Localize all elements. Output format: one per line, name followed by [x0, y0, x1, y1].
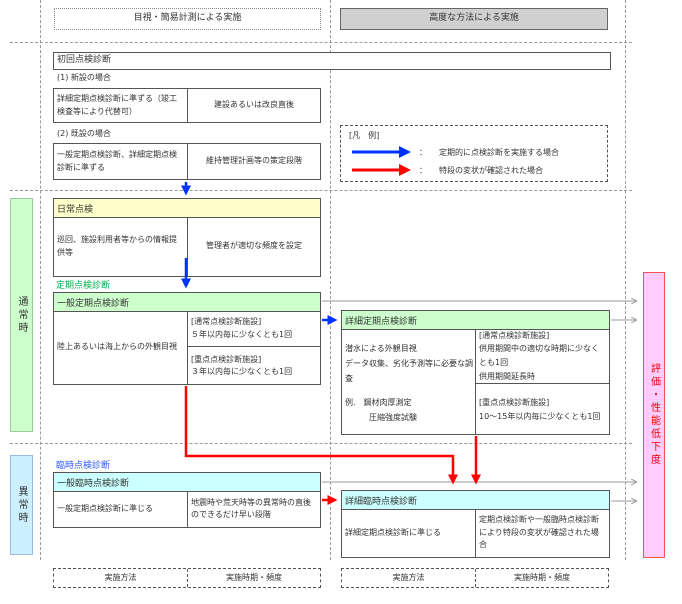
legend: [凡 例] ： 定期的に点検診断を実施する場合 ： 特段の変状が確認された場合 [340, 125, 608, 182]
detailed-temporary-box: 詳細臨時点検診断 詳細定期点検診断に準じる 定期点検診断や一般臨時点検診断により… [341, 490, 610, 558]
method-cell: 潜水による外観目視 データ収集、劣化予測等に必要な調査 例. 鋼材肉厚測定 圧縮… [342, 329, 476, 434]
general-temporary-box: 一般臨時点検診断 一般定期点検診断に準じる 地震時や荒天時等の異常時の直後のでき… [53, 472, 321, 528]
legend-title: [凡 例] [349, 131, 380, 140]
temporary-label: 臨時点検診断 [56, 461, 111, 471]
method-cell: 陸上あるいは海上からの外観目視 [54, 311, 188, 384]
method-cell: 一般定期点検診断、詳細定期点検診断に準ずる [54, 144, 188, 179]
evaluation-label: 評価・性能低下度 [643, 272, 665, 558]
timing-cell: 建設あるいは改良直後 [214, 100, 294, 110]
initial-inspection-title: 初回点検診断 [53, 52, 611, 70]
method-cell: 詳細定期点検診断に準じる [342, 509, 476, 557]
method-cell: 詳細定期点検診断に準ずる（竣工検査等により代替可） [54, 89, 188, 122]
timing-cell: 維持管理計画等の策定段階 [206, 156, 302, 166]
timing-normal-cell: [通常点検診断施設] ５年以内毎に少なくとも1回 [188, 311, 320, 347]
timing-cell: 定期点検診断や一般臨時点検診断により特段の変状が確認された場合 [479, 515, 599, 550]
method-cell: 一般定期点検診断に準じる [54, 491, 188, 527]
divider [40, 0, 41, 560]
divider [330, 0, 331, 560]
existing-facility-label: (2) 既設の場合 [57, 129, 111, 138]
legend-blue-text: 定期的に点検診断を実施する場合 [439, 148, 559, 157]
timing-normal-cell: [通常点検診断施設] 供用期間中の適切な時期に少なくとも1回 供用期間延長時 [476, 329, 609, 384]
timing-priority-cell: [重点点検診断施設] 10～15年以内毎に少なくとも1回 [479, 397, 601, 421]
divider [625, 0, 626, 560]
divider [10, 190, 632, 191]
timing-cell: 管理者が適切な頻度を設定 [206, 241, 302, 251]
new-facility-label: (1) 新設の場合 [57, 73, 111, 82]
footer-method: 実施方法 [54, 569, 188, 587]
new-facility-box: 詳細定期点検診断に準ずる（竣工検査等により代替可） 建設あるいは改良直後 [53, 88, 321, 123]
legend-sep: ： [419, 148, 427, 157]
legend-sep: ： [419, 166, 427, 175]
footer-timing: 実施時期・頻度 [514, 572, 570, 582]
timing-cell: 地震時や荒天時等の異常時の直後のできるだけ早い段階 [191, 497, 311, 519]
periodic-label: 定期点検診断 [56, 281, 111, 291]
general-periodic-box: 一般定期点検診断 陸上あるいは海上からの外観目視 [通常点検診断施設] ５年以内… [53, 292, 321, 385]
footer-left: 実施方法 実施時期・頻度 [53, 568, 321, 588]
header-left: 目視・簡易計測による実施 [54, 8, 321, 30]
footer-timing: 実施時期・頻度 [226, 572, 282, 582]
legend-red-text: 特段の変状が確認された場合 [439, 166, 543, 175]
method-text: 潜水による外観目視 データ収集、劣化予測等に必要な調査 [345, 344, 473, 384]
normal-time-label: 通常時 [10, 198, 33, 432]
method-cell: 巡回、施設利用者等からの情報提供等 [54, 217, 188, 276]
header-right: 高度な方法による実施 [340, 8, 608, 30]
red-arrow-general-periodic-to-detailed-temporary [184, 386, 458, 485]
timing-priority-cell: [重点点検診断施設] ３年以内毎に少なくとも1回 [191, 354, 293, 376]
detailed-periodic-box: 詳細定期点検診断 潜水による外観目視 データ収集、劣化予測等に必要な調査 例. … [341, 310, 610, 435]
existing-facility-box: 一般定期点検診断、詳細定期点検診断に準ずる 維持管理計画等の策定段階 [53, 143, 321, 180]
footer-method: 実施方法 [342, 569, 476, 587]
divider [10, 443, 632, 444]
abnormal-time-label: 異常時 [10, 455, 33, 555]
example-text: 例. 鋼材肉厚測定 圧縮強度試験 [345, 398, 417, 423]
footer-right: 実施方法 実施時期・頻度 [341, 568, 609, 588]
divider [10, 42, 632, 43]
